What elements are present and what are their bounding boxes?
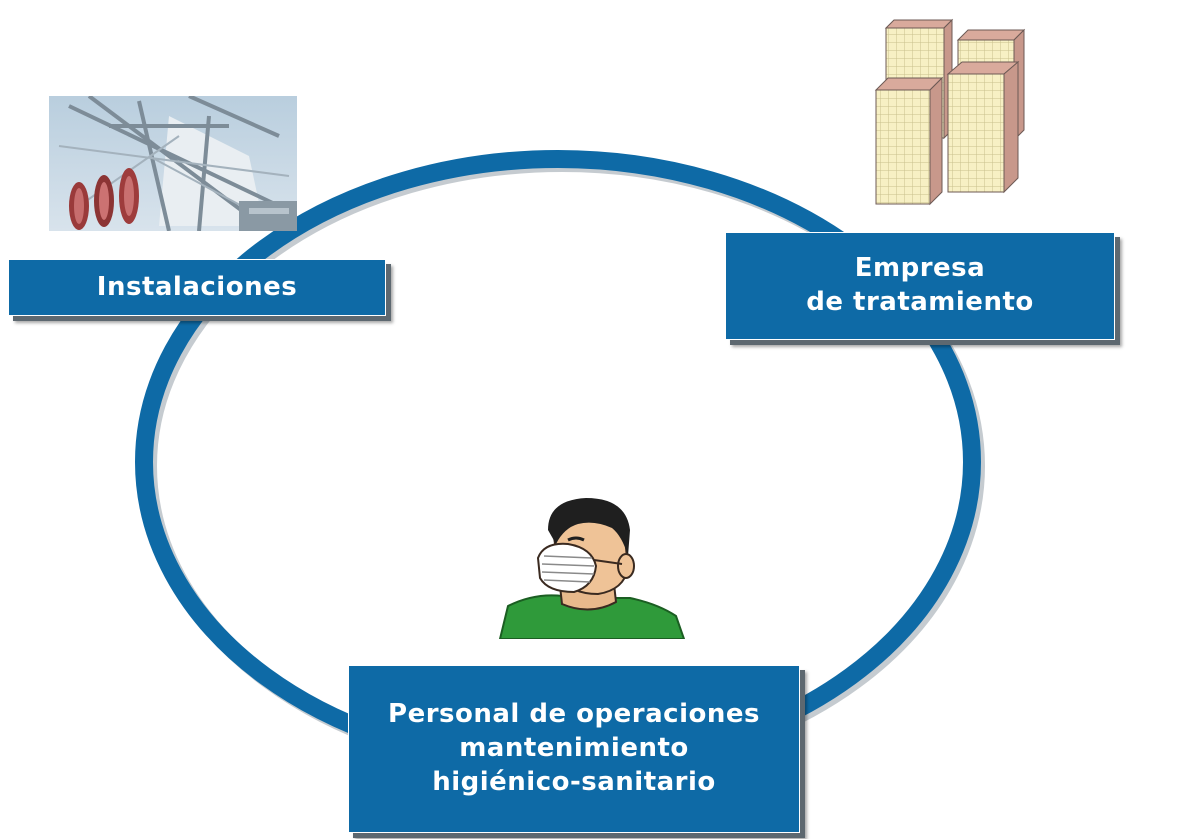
node-personal-label-line-3: higiénico-sanitario: [432, 766, 716, 797]
installation-photo: [49, 94, 297, 232]
node-personal-de-operaciones: Personal de operaciones mantenimiento hi…: [348, 665, 800, 833]
node-instalaciones-label: Instalaciones: [96, 271, 298, 302]
node-empresa-label-line-2: de tratamiento: [806, 287, 1034, 317]
node-instalaciones: Instalaciones: [8, 259, 386, 316]
node-personal-label-line-1: Personal de operaciones: [388, 699, 760, 730]
node-personal-label-line-2: mantenimiento: [459, 733, 689, 764]
node-empresa-de-tratamiento: Empresa de tratamiento: [725, 232, 1115, 340]
node-empresa-label-line-1: Empresa: [854, 253, 986, 284]
worker-with-mask-illustration: [490, 494, 690, 640]
buildings-illustration: [872, 18, 1032, 208]
